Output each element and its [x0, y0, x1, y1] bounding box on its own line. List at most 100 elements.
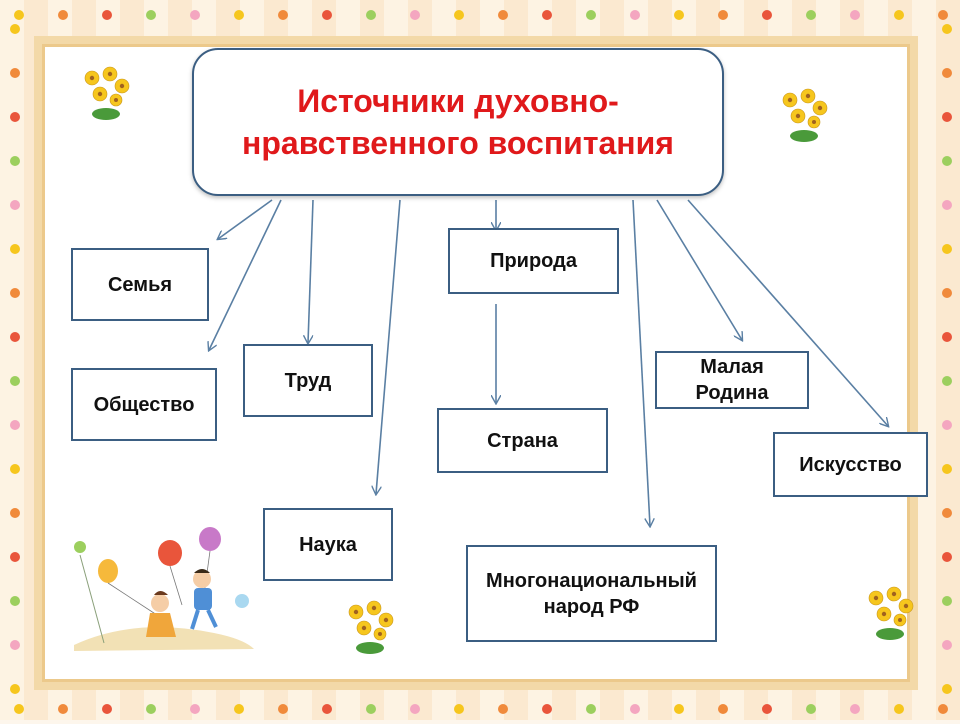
- border-flower-icon: [278, 10, 288, 20]
- node-semya: Семья: [71, 248, 209, 321]
- border-flower-icon: [942, 156, 952, 166]
- border-flower-icon: [102, 10, 112, 20]
- border-flower-icon: [718, 10, 728, 20]
- border-flower-icon: [942, 596, 952, 606]
- node-iskusstvo: Искусство: [773, 432, 928, 497]
- border-flower-icon: [10, 376, 20, 386]
- arrow-to-obshchestvo: [209, 199, 282, 350]
- border-flower-icon: [850, 10, 860, 20]
- border-flower-icon: [58, 10, 68, 20]
- border-flower-icon: [942, 420, 952, 430]
- border-flower-icon: [942, 684, 952, 694]
- border-flower-icon: [942, 640, 952, 650]
- border-flower-icon: [58, 704, 68, 714]
- border-flower-icon: [718, 704, 728, 714]
- border-flower-icon: [14, 704, 24, 714]
- border-flower-icon: [454, 704, 464, 714]
- border-flower-icon: [10, 156, 20, 166]
- border-flower-icon: [894, 704, 904, 714]
- border-flower-icon: [630, 704, 640, 714]
- border-flower-icon: [10, 244, 20, 254]
- border-flower-icon: [806, 10, 816, 20]
- border-flower-icon: [234, 704, 244, 714]
- border-flower-icon: [454, 10, 464, 20]
- node-narod: Многонациональный народ РФ: [466, 545, 717, 642]
- border-flower-icon: [542, 704, 552, 714]
- title-box: Источники духовно-нравственного воспитан…: [192, 48, 724, 196]
- border-flower-icon: [938, 704, 948, 714]
- yellow-flower-cluster-icon: [782, 88, 828, 142]
- border-flower-icon: [10, 552, 20, 562]
- border-flower-icon: [366, 704, 376, 714]
- border-flower-icon: [806, 704, 816, 714]
- border-flower-icon: [674, 10, 684, 20]
- border-flower-icon: [542, 10, 552, 20]
- border-flower-icon: [278, 704, 288, 714]
- border-flower-icon: [630, 10, 640, 20]
- border-flower-icon: [146, 704, 156, 714]
- arrow-to-semya: [218, 199, 273, 239]
- border-flower-icon: [942, 376, 952, 386]
- border-flower-icon: [10, 464, 20, 474]
- yellow-flower-cluster-icon: [868, 586, 914, 640]
- border-flower-icon: [366, 10, 376, 20]
- border-flower-icon: [14, 10, 24, 20]
- arrow-to-nauka: [376, 199, 401, 494]
- children-with-balloons-icon: [74, 527, 254, 651]
- border-flower-icon: [762, 704, 772, 714]
- border-flower-icon: [10, 684, 20, 694]
- node-priroda: Природа: [448, 228, 619, 294]
- border-flower-icon: [942, 112, 952, 122]
- border-flower-icon: [10, 420, 20, 430]
- diagram-title: Источники духовно-нравственного воспитан…: [242, 83, 674, 161]
- arrow-to-rodina: [656, 199, 742, 340]
- yellow-flower-cluster-icon: [348, 600, 394, 654]
- border-flower-icon: [942, 244, 952, 254]
- border-flower-icon: [190, 704, 200, 714]
- border-flower-icon: [10, 112, 20, 122]
- border-flower-icon: [942, 288, 952, 298]
- border-flower-icon: [850, 704, 860, 714]
- border-flower-icon: [938, 10, 948, 20]
- border-flower-icon: [234, 10, 244, 20]
- arrow-to-narod: [632, 199, 650, 526]
- border-flower-icon: [146, 10, 156, 20]
- border-flower-icon: [762, 10, 772, 20]
- border-flowers-right: [932, 0, 960, 720]
- border-flower-icon: [498, 10, 508, 20]
- border-flower-icon: [322, 10, 332, 20]
- border-flower-icon: [942, 200, 952, 210]
- border-flower-icon: [942, 332, 952, 342]
- border-flower-icon: [10, 508, 20, 518]
- border-flower-icon: [322, 704, 332, 714]
- border-flower-icon: [674, 704, 684, 714]
- border-flower-icon: [190, 10, 200, 20]
- border-flowers-bottom: [0, 694, 960, 724]
- border-flower-icon: [10, 288, 20, 298]
- border-flowers-top: [0, 0, 960, 30]
- border-flowers-left: [0, 0, 30, 720]
- border-flower-icon: [942, 68, 952, 78]
- border-flower-icon: [10, 596, 20, 606]
- border-flower-icon: [942, 552, 952, 562]
- border-flower-icon: [942, 24, 952, 34]
- node-obshchestvo: Общество: [71, 368, 217, 441]
- border-flower-icon: [10, 640, 20, 650]
- border-flower-icon: [102, 704, 112, 714]
- border-flower-icon: [410, 10, 420, 20]
- node-strana: Страна: [437, 408, 608, 473]
- arrow-to-trud: [308, 199, 314, 343]
- border-flower-icon: [894, 10, 904, 20]
- border-flower-icon: [10, 68, 20, 78]
- yellow-flower-cluster-icon: [84, 66, 130, 120]
- arrow-to-iskusstvo: [687, 199, 888, 426]
- border-flower-icon: [10, 24, 20, 34]
- border-flower-icon: [586, 704, 596, 714]
- border-flower-icon: [942, 464, 952, 474]
- node-trud: Труд: [243, 344, 373, 417]
- border-flower-icon: [586, 10, 596, 20]
- node-malaya-rodina: Малая Родина: [655, 351, 809, 409]
- border-flower-icon: [410, 704, 420, 714]
- border-flower-icon: [10, 200, 20, 210]
